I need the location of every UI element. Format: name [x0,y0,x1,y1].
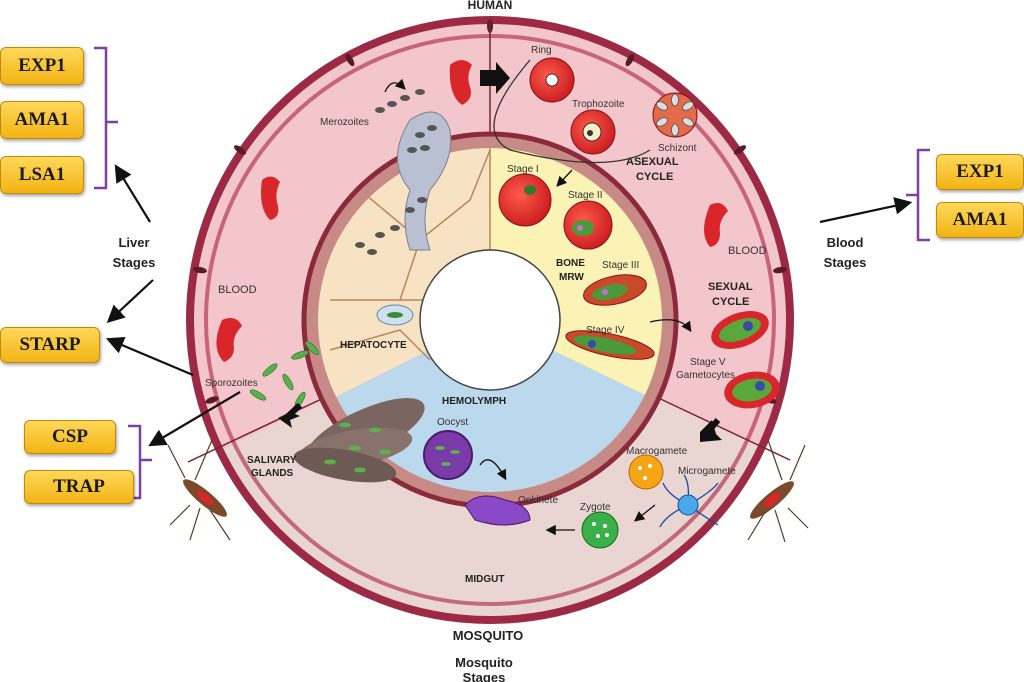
label-salivary-1: SALIVARY [247,455,297,466]
antigen-starp: STARP [0,327,100,363]
label-macrogamete: Macrogamete [626,446,688,457]
macrogamete-dots [638,464,652,480]
arrow-to-salivary [281,402,303,423]
zygote [581,511,619,549]
arrow-to-mosquito [703,418,721,436]
label-stage-v: Stage V [690,357,726,368]
pointer-arrows [105,164,913,447]
macrogamete [628,454,664,490]
red-blood-cells [216,60,728,362]
label-gametocytes: Gametocytes [676,370,735,381]
label-stage-iii: Stage III [602,260,639,271]
antigen-lsa1: LSA1 [0,156,84,194]
label-stage-iv: Stage IV [586,325,625,336]
label-microgamete: Microgamete [678,466,736,477]
stage-iii-cell [583,274,647,306]
stage-i-cell [498,173,552,227]
label-oocyst: Oocyst [437,417,468,428]
label-sexual-2: CYCLE [712,296,749,308]
label-salivary-2: GLANDS [251,468,294,479]
microgamete-body [677,494,699,516]
salivary-glands [293,398,425,483]
label-trophozoite: Trophozoite [572,99,625,110]
divider-right [651,394,791,461]
hepatocyte-sporozoite-icon [387,312,403,318]
label-midgut: MIDGUT [465,574,504,585]
label-blood-right: BLOOD [728,245,767,257]
label-mrw: MRW [559,272,584,283]
trophozoite-cell [570,109,616,155]
antigen-exp1-right: EXP1 [936,154,1024,190]
label-stage-i: Stage I [507,164,539,175]
label-asexual-2: CYCLE [636,171,673,183]
label-sexual-1: SEXUAL [708,281,753,293]
antigen-brackets [94,46,930,500]
label-human: HUMAN [468,0,513,12]
stage-v-gametocytes [711,311,780,409]
label-hepatocyte: HEPATOCYTE [340,340,407,351]
label-blood-stages-1: Blood [827,235,864,250]
label-asexual-1: ASEXUAL [626,156,679,168]
ookinete [464,495,531,526]
ring-cell [529,57,575,103]
mosquito-left-icon [167,439,231,541]
label-mosquito-stages-1: Mosquito [455,655,513,670]
schizont-cell [652,92,698,138]
label-ring: Ring [531,45,552,56]
mosquito-right-icon [747,439,809,543]
label-sporozoites: Sporozoites [205,378,258,389]
label-liver-stages-2: Stages [113,255,156,270]
zygote-dots [592,522,609,538]
divider-left [187,394,331,463]
oocyst [423,430,473,480]
label-blood-left: BLOOD [218,284,257,296]
merozoites-cluster [355,89,452,255]
thin-arrows [384,78,692,536]
antigen-csp: CSP [24,420,116,454]
label-bone: BONE [556,258,585,269]
label-liver-stages-1: Liver [118,235,149,250]
label-merozoites: Merozoites [320,117,369,128]
label-blood-stages-2: Stages [824,255,867,270]
label-mosquito: MOSQUITO [453,628,524,643]
antigen-ama1-left: AMA1 [0,101,84,139]
central-lumen [419,249,561,391]
antigen-ama1-right: AMA1 [936,202,1024,238]
stage-ii-cell [563,200,613,250]
label-mosquito-stages-2: Stages [463,670,506,682]
label-ookinete: Ookinete [518,495,558,506]
label-schizont: Schizont [658,143,697,154]
stage-iv-cell [565,330,655,360]
label-zygote: Zygote [580,502,611,513]
sporozoites [249,340,320,409]
antigen-exp1-left: EXP1 [0,47,84,85]
asexual-loop [493,59,651,164]
label-hemolymph: HEMOLYMPH [442,396,506,407]
label-stage-ii: Stage II [568,190,602,201]
antigen-trap: TRAP [24,470,134,504]
